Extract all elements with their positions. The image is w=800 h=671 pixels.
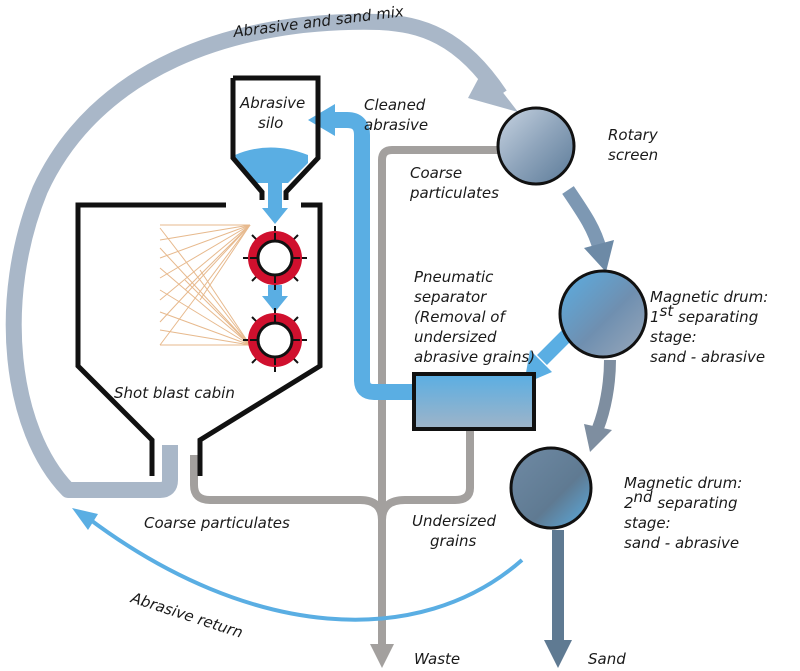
abrasive-silo-label-line2: silo (258, 114, 283, 132)
screen-to-drum1-arrowhead (584, 240, 614, 272)
shot-blast-cabin-label: Shot blast cabin (114, 384, 235, 402)
coarse-particulates-top-label-line2: particulates (409, 184, 499, 202)
drum1-label-line1: Magnetic drum: (650, 288, 768, 306)
cleaned-abrasive-flow (330, 112, 414, 400)
pneumatic-separator-label-line1: Pneumatic (414, 268, 494, 286)
coarse-particulates-top-label-line1: Coarse (410, 164, 462, 182)
cabin-coarse-waste-line (190, 455, 386, 521)
rotary-screen-drum-icon (496, 106, 576, 186)
drum2-label-line1: Magnetic drum: (624, 474, 742, 492)
turbine-feed-arrowhead (262, 296, 288, 312)
screen-to-drum1-flow (562, 186, 607, 252)
sand-label: Sand (588, 650, 626, 668)
blast-wheel-icon (243, 226, 307, 290)
pneumatic-separator-label-line2: separator (414, 288, 487, 306)
abrasive-silo-label-line1: Abrasive (239, 94, 305, 112)
drum1-label-line3: stage: (650, 328, 697, 346)
undersized-grains-label-line1: Undersized (412, 512, 496, 530)
coarse-waste-line-top (378, 146, 500, 650)
waste-label: Waste (414, 650, 460, 668)
shot-blast-cabin (75, 202, 323, 476)
silo-feed-arrowhead (262, 208, 288, 224)
mix-flow-loop (5, 13, 507, 498)
cleaned-abrasive-arrowhead (308, 104, 335, 136)
abrasive-silo (230, 75, 321, 200)
pneumatic-separator-label-line3: (Removal of (414, 308, 507, 326)
pneumatic-separator (412, 372, 536, 431)
pneumatic-separator-label-line5: abrasive grains) (414, 348, 535, 366)
cleaned-abrasive-label-line2: abrasive (364, 116, 428, 134)
drum1-to-drum2-flow (592, 359, 616, 431)
shot-blast-fans (159, 224, 251, 346)
magnetic-drum-1-icon (558, 269, 648, 359)
blast-wheel-icon (243, 308, 307, 372)
pneumatic-separator-label-line4: undersized (414, 328, 497, 346)
drum1-label-line4: sand - abrasive (650, 348, 765, 366)
rotary-screen-label-line1: Rotary (608, 126, 659, 144)
drum2-stage-text: separating (653, 494, 738, 512)
undersized-waste-line (378, 430, 474, 521)
drum1-to-drum2-arrowhead (584, 424, 612, 452)
magnetic-drum-2-icon (509, 446, 593, 530)
coarse-particulates-bottom-label: Coarse particulates (144, 514, 290, 532)
rotary-screen-label-line2: screen (608, 146, 658, 164)
abrasive-silo-fill (235, 147, 308, 183)
sand-arrowhead (544, 640, 572, 668)
drum2-stage-number: 2 (624, 494, 634, 512)
abrasive-return-flow (86, 516, 524, 622)
drum1-label-line2: 1st separating (650, 302, 758, 326)
drum2-label-line4: sand - abrasive (624, 534, 739, 552)
abrasive-return-arrowhead (72, 508, 98, 530)
cleaned-abrasive-label-line1: Cleaned (364, 96, 426, 114)
drum1-stage-text: separating (673, 308, 758, 326)
drum2-stage-ordinal: nd (634, 488, 654, 506)
drum2-label-line2: 2nd separating (624, 488, 738, 512)
abrasive-sand-mix-label: Abrasive and sand mix (231, 2, 404, 41)
drum1-stage-number: 1 (650, 308, 660, 326)
drum2-label-line3: stage: (624, 514, 671, 532)
mix-flow-arrowhead (468, 68, 518, 112)
drum1-stage-ordinal: st (660, 302, 675, 320)
undersized-grains-label-line2: grains (430, 532, 477, 550)
silo-feed-stem (268, 183, 282, 211)
waste-arrowhead (370, 644, 394, 668)
turbine-feed-stem (268, 285, 282, 299)
